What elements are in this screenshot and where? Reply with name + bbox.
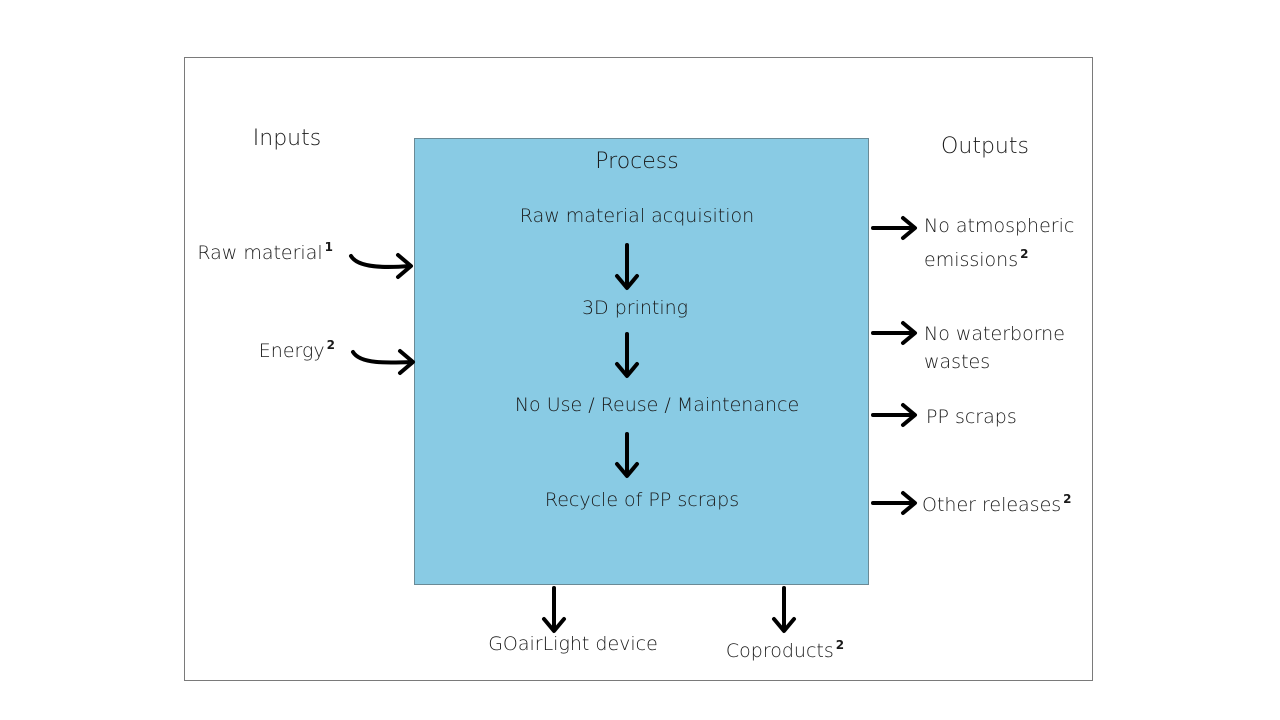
process-arrow-3: [615, 432, 639, 478]
inputs-heading: Inputs: [252, 126, 322, 151]
process-step-1: Raw material acquisition: [519, 205, 755, 227]
process-step-2: 3D printing: [581, 297, 689, 319]
process-arrow-2: [615, 332, 639, 378]
process-arrow-1: [615, 243, 639, 290]
input-arrow-energy: [351, 349, 415, 375]
output-arrow-other-releases: [871, 491, 917, 515]
input-arrow-raw-material: [349, 253, 413, 279]
process-box: [414, 138, 869, 585]
process-step-3: No Use / Reuse / Maintenance: [514, 394, 800, 416]
diagram-frame: [184, 57, 1093, 681]
output-arrow-waterborne: [871, 321, 917, 345]
output-goairlight-device: GOairLight device: [488, 633, 658, 655]
output-pp-scraps: PP scraps: [926, 406, 1017, 428]
output-arrow-atmospheric: [871, 216, 917, 240]
process-heading: Process: [595, 149, 679, 174]
output-arrow-pp-scraps: [871, 403, 917, 427]
process-step-4: Recycle of PP scraps: [544, 489, 740, 511]
bottom-arrow-goairlight: [542, 586, 566, 633]
bottom-arrow-coproducts: [772, 586, 796, 633]
outputs-heading: Outputs: [941, 134, 1029, 159]
